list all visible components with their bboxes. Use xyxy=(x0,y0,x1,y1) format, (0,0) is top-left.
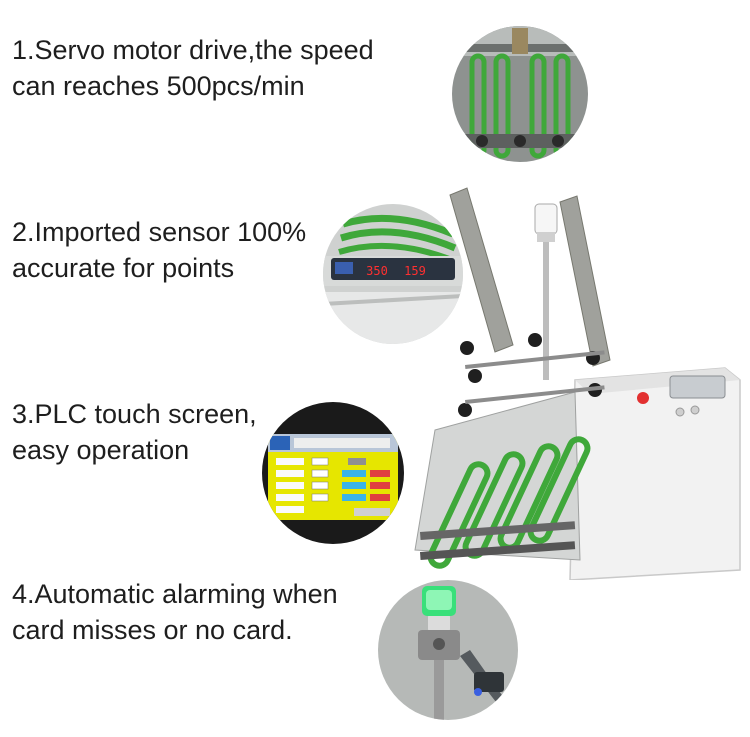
alarm-light-icon xyxy=(378,580,518,720)
feature-3-line1: 3.PLC touch screen, xyxy=(12,399,257,429)
machine-illustration xyxy=(414,187,741,580)
feature-3-text: 3.PLC touch screen, easy operation xyxy=(12,396,432,468)
feature-4-line2: card misses or no card. xyxy=(12,615,293,645)
sensor-icon: 350 159 xyxy=(323,204,463,344)
touch-screen-icon xyxy=(262,402,404,544)
sensor-right-readout: 159 xyxy=(404,264,426,278)
feature-1-line2: can reaches 500pcs/min xyxy=(12,71,305,101)
feature-1-text: 1.Servo motor drive,the speed can reache… xyxy=(12,32,432,104)
servo-belt-detail-image xyxy=(452,26,588,162)
feature-2-line2: accurate for points xyxy=(12,253,235,283)
sensor-detail-image: 350 159 xyxy=(323,204,463,344)
servo-belt-icon xyxy=(452,26,588,162)
alarm-light-detail-image xyxy=(378,580,518,720)
feature-3-line2: easy operation xyxy=(12,435,190,465)
touch-screen-detail-image xyxy=(262,402,404,544)
feature-2-text: 2.Imported sensor 100% accurate for poin… xyxy=(12,214,432,286)
feature-2-line1: 2.Imported sensor 100% xyxy=(12,217,307,247)
feature-1-line1: 1.Servo motor drive,the speed xyxy=(12,35,374,65)
sensor-left-readout: 350 xyxy=(366,264,388,278)
card-counting-machine-image xyxy=(395,180,745,580)
feature-4-text: 4.Automatic alarming when card misses or… xyxy=(12,576,432,648)
feature-4-line1: 4.Automatic alarming when xyxy=(12,579,338,609)
